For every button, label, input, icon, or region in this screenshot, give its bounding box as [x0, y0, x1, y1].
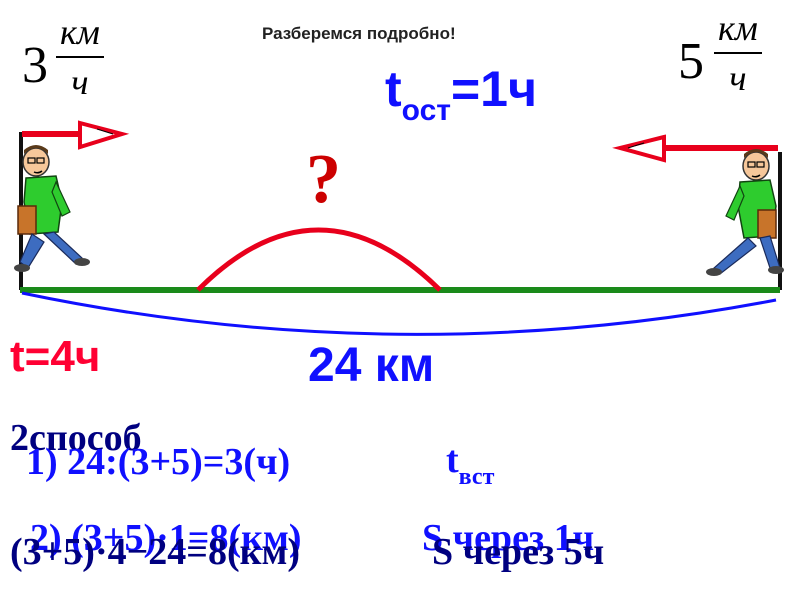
solution-method: 2способ: [10, 417, 142, 459]
walking-man-icon-right: [706, 149, 784, 276]
left-speed-denominator: ч: [71, 62, 89, 102]
t-rest-label: tост=1ч: [385, 60, 537, 128]
solution-step3: (3+5)·4−24=8(км): [10, 531, 301, 573]
road-line: [20, 287, 780, 293]
right-pole: [778, 152, 782, 290]
t-meet-sub: вст: [458, 464, 495, 490]
left-speed-fraction: км ч: [56, 14, 104, 100]
t-rest-value: =1ч: [450, 61, 538, 117]
left-speed-numerator: км: [60, 12, 100, 52]
walking-man-icon-left: [14, 145, 90, 272]
left-speed-integer: 3: [22, 37, 48, 94]
page-title: Разберемся подробно!: [262, 24, 456, 43]
left-fraction-bar: [56, 56, 104, 58]
right-speed-fraction: км ч: [714, 10, 762, 96]
distance-brace: [21, 291, 777, 336]
t-rest-sub: ост: [401, 94, 451, 127]
right-speed-denominator: ч: [729, 58, 747, 98]
question-mark: ?: [306, 141, 341, 218]
arrow-left-icon: [612, 134, 778, 163]
right-speed-numerator: км: [718, 8, 758, 48]
t-meet-main: t: [446, 439, 459, 481]
t-meet-label: tвст: [446, 438, 494, 491]
right-fraction-bar: [714, 52, 762, 54]
arrow-right-icon: [22, 120, 130, 150]
distance-label: 24 км: [308, 339, 435, 392]
solution-step3-note: S через 5ч: [432, 531, 605, 573]
solution-step1: 1) 24:(3+5)=3(ч): [26, 441, 291, 483]
solution-step2-note: S через 1ч: [422, 517, 595, 559]
meeting-arc: [196, 227, 442, 292]
t-rest-main: t: [385, 61, 402, 117]
right-speed-integer: 5: [678, 33, 704, 90]
time-label: t=4ч: [10, 332, 101, 381]
solution-step2: 2) (3+5)·1=8(км): [30, 517, 302, 559]
